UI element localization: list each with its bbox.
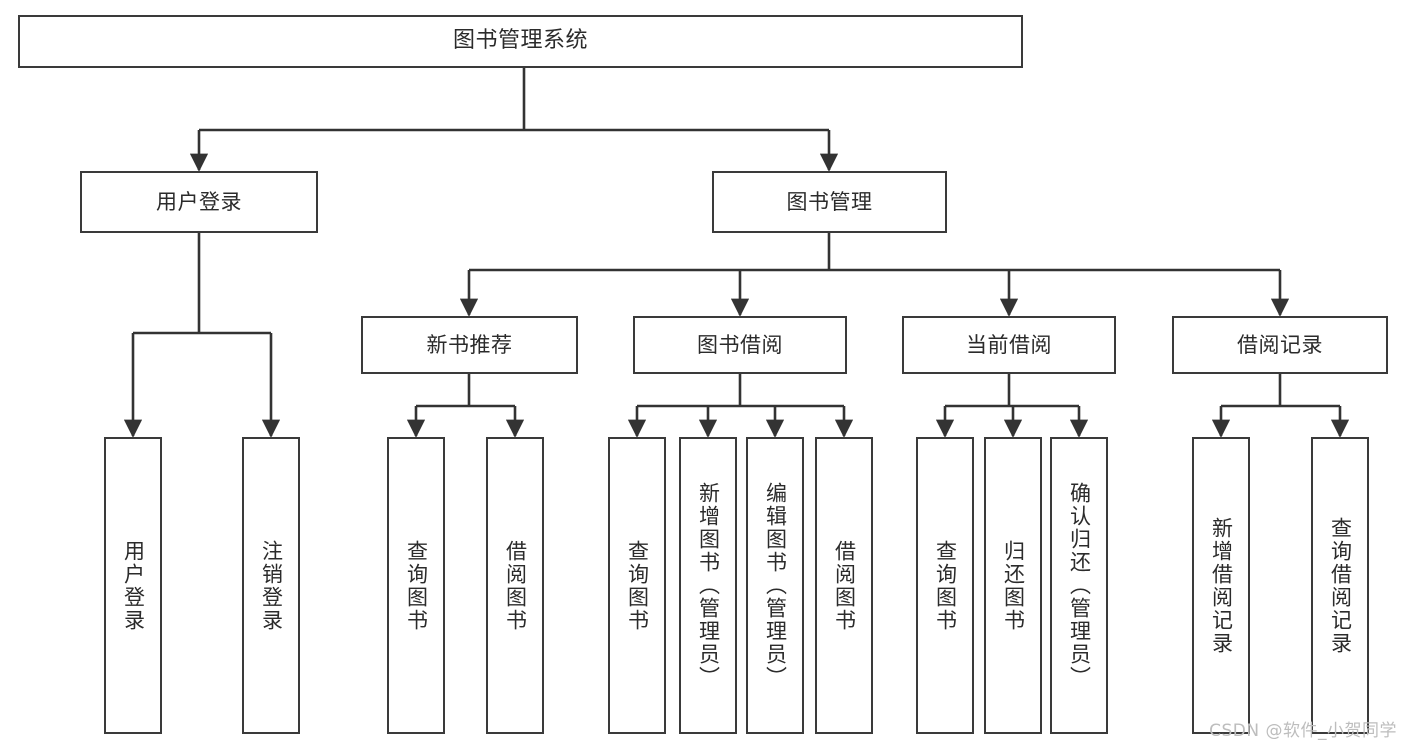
csdn-watermark: CSDN @软件_小贺同学	[1209, 721, 1397, 741]
node-leaf-11[interactable]: 确认归还（管理员）	[1050, 437, 1108, 734]
node-label: 新增借阅记录	[1209, 516, 1234, 655]
node-label: 图书借阅	[697, 332, 783, 357]
node-label: 归还图书	[1001, 539, 1026, 632]
node-label: 查询图书	[933, 539, 958, 632]
node-leaf-5[interactable]: 查询图书	[608, 437, 666, 734]
node-label: 图书管理	[786, 189, 873, 214]
node-label: 查询图书	[625, 539, 650, 632]
node-leaf-3[interactable]: 查询图书	[387, 437, 445, 734]
node-leaf-7[interactable]: 编辑图书（管理员）	[746, 437, 804, 734]
node-label: 新增图书（管理员）	[696, 482, 721, 689]
node-login[interactable]: 用户登录	[80, 171, 318, 233]
node-leaf-4[interactable]: 借阅图书	[486, 437, 544, 734]
node-label: 注销登录	[259, 539, 284, 632]
node-current[interactable]: 当前借阅	[902, 316, 1116, 374]
node-label: 新书推荐	[426, 332, 513, 357]
node-borrow[interactable]: 图书借阅	[633, 316, 847, 374]
node-root[interactable]: 图书管理系统	[18, 15, 1023, 68]
node-records[interactable]: 借阅记录	[1172, 316, 1388, 374]
node-leaf-12[interactable]: 新增借阅记录	[1192, 437, 1250, 734]
node-leaf-13[interactable]: 查询借阅记录	[1311, 437, 1369, 734]
node-leaf-9[interactable]: 查询图书	[916, 437, 974, 734]
node-label: 查询借阅记录	[1328, 516, 1353, 655]
node-label: 用户登录	[156, 189, 242, 214]
node-label: 用户登录	[121, 539, 146, 632]
node-bookmgmt[interactable]: 图书管理	[712, 171, 947, 233]
node-label: 当前借阅	[966, 332, 1052, 357]
node-leaf-6[interactable]: 新增图书（管理员）	[679, 437, 737, 734]
node-leaf-10[interactable]: 归还图书	[984, 437, 1042, 734]
node-label: 借阅记录	[1237, 332, 1323, 357]
node-label: 查询图书	[404, 539, 429, 632]
node-leaf-2[interactable]: 注销登录	[242, 437, 300, 734]
node-label: 借阅图书	[503, 539, 528, 632]
node-leaf-1[interactable]: 用户登录	[104, 437, 162, 734]
node-label: 确认归还（管理员）	[1067, 482, 1092, 689]
node-leaf-8[interactable]: 借阅图书	[815, 437, 873, 734]
node-label: 借阅图书	[832, 539, 857, 632]
node-label: 图书管理系统	[452, 28, 588, 54]
node-label: 编辑图书（管理员）	[763, 482, 788, 689]
node-newbook[interactable]: 新书推荐	[361, 316, 578, 374]
